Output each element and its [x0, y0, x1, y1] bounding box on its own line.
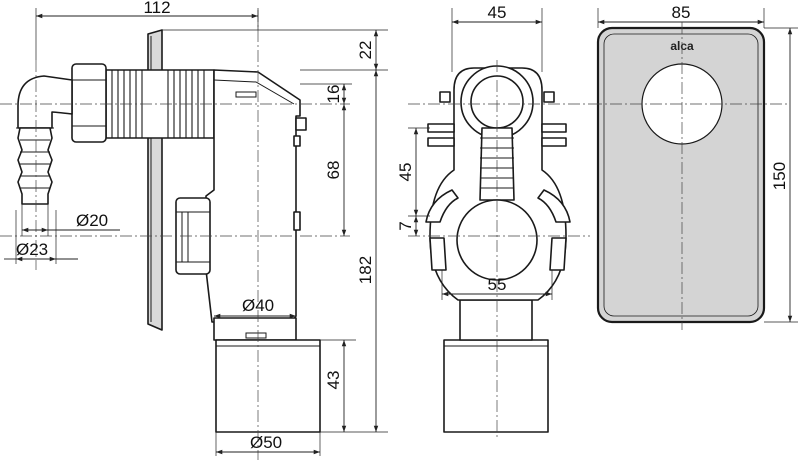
union-nut [71, 63, 107, 143]
front-center-lines [408, 60, 590, 440]
front-dimensions: 45 45 7 55 [396, 3, 553, 300]
dim-label-d40: Ø40 [242, 296, 274, 315]
cover-center-lines [590, 22, 790, 330]
dim-label-22: 22 [356, 41, 375, 60]
siphon-housing [205, 69, 301, 323]
dim-label-front-55: 55 [488, 275, 507, 294]
dim-label-cover-85: 85 [672, 3, 691, 22]
dim-label-182: 182 [356, 256, 375, 284]
lower-neck [213, 317, 297, 341]
front-wings [425, 91, 571, 271]
side-clip [295, 117, 307, 131]
dim-label-68: 68 [324, 161, 343, 180]
side-view [16, 29, 321, 433]
dim-label-112: 112 [143, 0, 170, 17]
dim-label-d23: Ø23 [16, 240, 48, 259]
outlet-pipe [215, 339, 321, 433]
dim-label-cover-150: 150 [770, 162, 789, 190]
front-view [425, 65, 571, 433]
cover-view: alca [596, 26, 766, 324]
dim-label-front-45: 45 [488, 3, 507, 22]
hose-elbow [17, 75, 73, 129]
dim-label-16: 16 [324, 85, 343, 104]
front-outlet-pipe [443, 339, 549, 433]
hose-barb [17, 127, 53, 205]
cover-dimensions: 85 150 [597, 3, 798, 323]
dim-label-d50: Ø50 [250, 433, 282, 452]
side-center-lines [0, 10, 350, 460]
dim-label-43: 43 [324, 371, 343, 390]
dim-label-d20: Ø20 [76, 211, 108, 230]
dim-label-front-45v: 45 [396, 163, 415, 182]
dim-label-front-7: 7 [396, 221, 415, 230]
side-dimensions: 112 22 16 68 182 43 Ø20 Ø23 [4, 0, 388, 456]
